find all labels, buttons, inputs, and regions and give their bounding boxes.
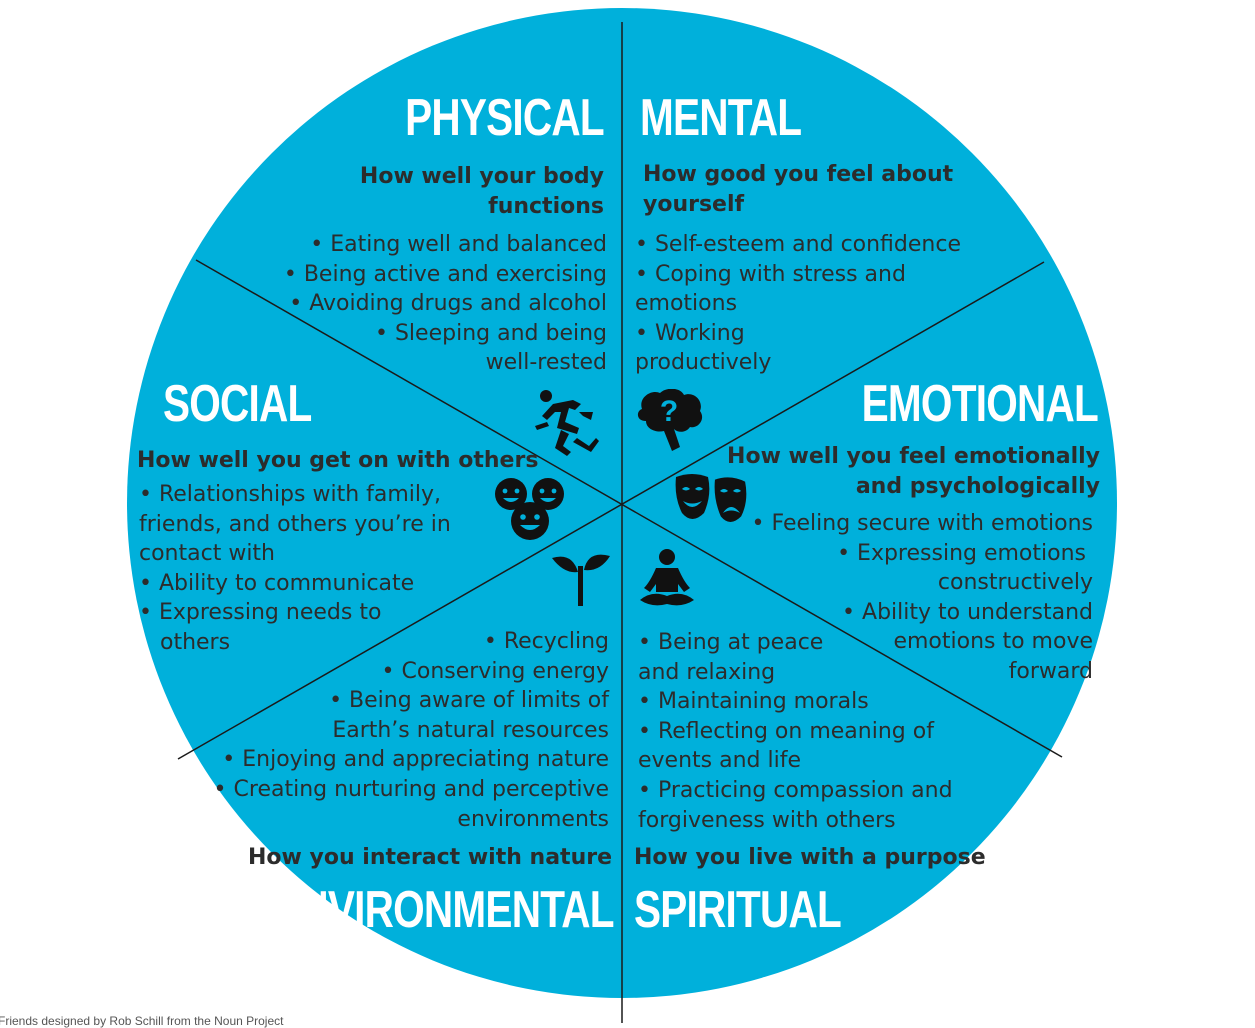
emotional-subtitle-line: How well you feel emotionally bbox=[727, 444, 1100, 469]
social-title: SOCIAL bbox=[163, 375, 312, 433]
list-item: • Avoiding drugs and alcohol bbox=[289, 291, 607, 317]
social-subtitle: How well you get on with others bbox=[137, 446, 538, 476]
spiritual-subtitle-line: How you live with a purpose bbox=[634, 845, 986, 870]
list-item: • Reflecting on meaning of bbox=[638, 718, 934, 744]
social-subtitle-line: How well you get on with others bbox=[137, 448, 539, 473]
list-item: well-rested bbox=[485, 350, 607, 376]
list-item: • Maintaining morals bbox=[638, 689, 869, 715]
list-item: • Eating well and balanced bbox=[310, 232, 607, 257]
mental-subtitle-line: yourself bbox=[643, 192, 745, 217]
list-item: productively bbox=[635, 350, 772, 376]
brain-question-icon: ? bbox=[637, 389, 703, 451]
list-item: • Enjoying and appreciating nature bbox=[222, 747, 609, 773]
emotional-bullets: • Feeling secure with emotions • Express… bbox=[752, 509, 1093, 687]
list-item: friends, and others you’re in bbox=[139, 511, 451, 537]
list-item: • Self-esteem and confidence bbox=[635, 232, 961, 257]
mental-subtitle-line: How good you feel about bbox=[643, 162, 954, 187]
physical-subtitle: How well your body functions bbox=[360, 162, 604, 222]
image-credit: Friends designed by Rob Schill from the … bbox=[0, 1014, 284, 1028]
list-item: • Recycling bbox=[483, 629, 609, 654]
list-item: • Practicing compassion and bbox=[638, 777, 953, 803]
social-bullets: • Relationships with family, friends, an… bbox=[139, 480, 451, 658]
emotional-title: EMOTIONAL bbox=[861, 375, 1099, 433]
svg-text:?: ? bbox=[660, 395, 678, 428]
divider-left-diagonal bbox=[195, 259, 1063, 758]
spiritual-bullets: • Being at peace and relaxing • Maintain… bbox=[638, 628, 953, 835]
list-item: • Coping with stress and bbox=[635, 261, 906, 287]
list-item: • Being aware of limits of bbox=[329, 688, 609, 714]
list-item: events and life bbox=[638, 748, 802, 774]
smiling-faces-icon bbox=[495, 478, 564, 540]
physical-subtitle-line: How well your body bbox=[359, 164, 604, 189]
list-item: emotions bbox=[635, 291, 738, 317]
physical-bullets: • Eating well and balanced • Being activ… bbox=[284, 230, 607, 378]
list-item: • Conserving energy bbox=[381, 658, 609, 684]
list-item: • Ability to communicate bbox=[139, 570, 415, 596]
list-item: constructively bbox=[937, 570, 1093, 596]
physical-title: PHYSICAL bbox=[405, 89, 605, 147]
list-item: • Being active and exercising bbox=[283, 261, 607, 287]
list-item: Earth’s natural resources bbox=[332, 717, 609, 743]
list-item: emotions to move bbox=[893, 629, 1093, 655]
list-item: forgiveness with others bbox=[638, 807, 896, 833]
emotional-subtitle-line: and psychologically bbox=[855, 474, 1100, 499]
spiritual-subtitle: How you live with a purpose bbox=[634, 843, 986, 873]
sprout-icon bbox=[552, 554, 610, 606]
environmental-subtitle-line: How you interact with nature bbox=[248, 845, 612, 870]
environmental-bullets: • Recycling • Conserving energy • Being … bbox=[214, 627, 609, 834]
list-item: • Relationships with family, bbox=[139, 482, 442, 507]
physical-subtitle-line: functions bbox=[488, 194, 604, 219]
list-item: • Expressing needs to bbox=[139, 600, 382, 626]
environmental-subtitle: How you interact with nature bbox=[248, 843, 612, 873]
list-item: environments bbox=[457, 806, 609, 832]
list-item: • Sleeping and being bbox=[375, 320, 607, 346]
list-item: forward bbox=[1008, 658, 1093, 684]
list-item: • Working bbox=[635, 320, 745, 346]
list-item: and relaxing bbox=[638, 659, 776, 685]
emotional-subtitle: How well you feel emotionally and psycho… bbox=[727, 442, 1100, 502]
theater-masks-icon bbox=[675, 474, 749, 524]
list-item: • Ability to understand bbox=[842, 599, 1093, 625]
mental-bullets: • Self-esteem and confidence • Coping wi… bbox=[635, 230, 961, 378]
list-item: • Feeling secure with emotions bbox=[751, 511, 1093, 536]
mental-title: MENTAL bbox=[640, 89, 802, 147]
spiritual-title: SPIRITUAL bbox=[634, 881, 842, 939]
meditating-person-icon bbox=[640, 549, 694, 606]
mental-subtitle: How good you feel about yourself bbox=[643, 160, 953, 220]
list-item: • Expressing emotions bbox=[837, 540, 1093, 566]
list-item: others bbox=[139, 629, 231, 655]
list-item: • Being at peace bbox=[638, 630, 824, 655]
list-item: • Creating nurturing and perceptive bbox=[213, 776, 609, 802]
environmental-title: ENVIRONMENTAL bbox=[273, 881, 614, 939]
list-item: contact with bbox=[139, 541, 275, 567]
divider-right-diagonal bbox=[177, 261, 1045, 760]
running-person-icon bbox=[535, 390, 599, 456]
